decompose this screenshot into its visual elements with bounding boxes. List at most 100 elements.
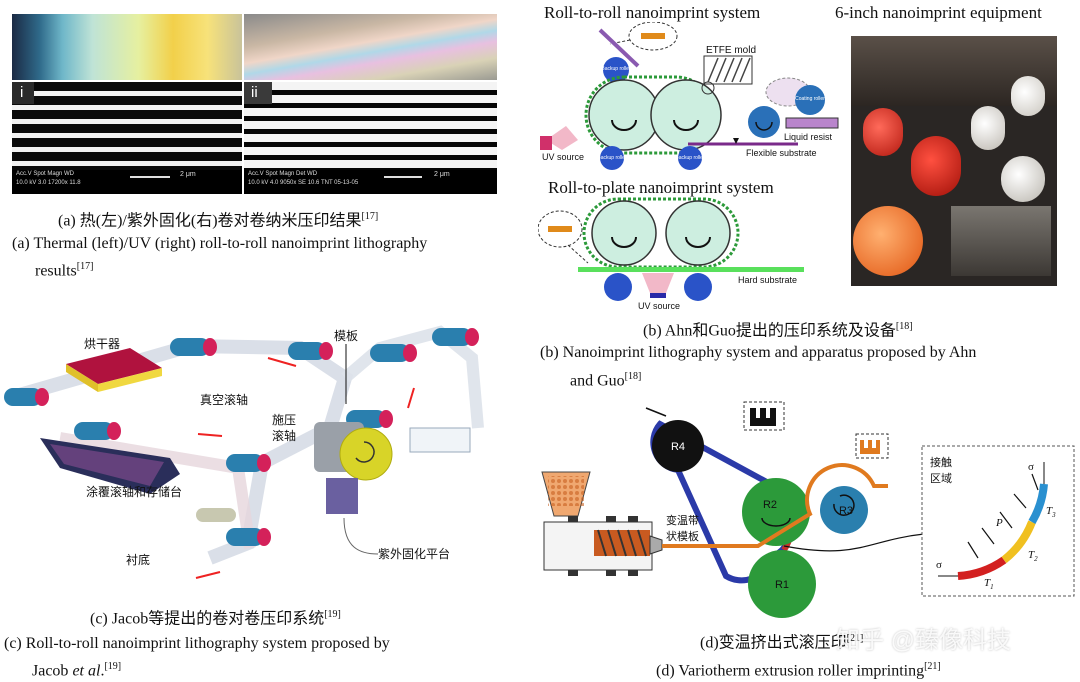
caption-c-en-line2: Jacob et al.[19] [32,656,121,681]
caption-d-zh-ref: [21] [846,633,864,644]
caption-c-zh-text: (c) Jacob等提出的卷对卷压印系统 [90,610,325,628]
title-r2r-system: Roll-to-roll nanoimprint system [544,3,761,22]
caption-a-zh: (a) 热(左)/紫外固化(右)卷对卷纳米压印结果[17] [58,206,378,231]
caption-a-en-ref: [17] [76,261,94,272]
pressure-roller-label-2: 滚轴 [272,428,296,443]
backup-roller-bottom [600,146,624,170]
main-roller-right [650,79,722,151]
sem-right-info: Acc.V Spot Magn Det WD [248,171,318,177]
pressure-roller [339,427,393,481]
coating-roller [795,85,825,115]
r2p-backup-left [604,273,632,301]
red-roller-1 [863,108,903,156]
uv-beam-r2p [642,273,674,293]
sem-left-info-values: 10.0 kV 3.0 17200x 11.8 [16,180,81,186]
caption-c-en-line2-italic: et al [72,662,101,680]
belt-label-1: 变温带 [666,513,699,527]
coating-roller-label: Coating roller [795,96,825,102]
roller-4 [370,344,417,362]
thermal-result-photo [12,14,242,80]
uv-result-photo [244,14,497,80]
white-roller-2 [1011,76,1045,116]
uv-source-lamp [540,136,552,150]
caption-c-en-ref: [19] [104,661,122,672]
caption-d-zh-text: (d)变温挤出式滚压印 [700,634,847,652]
marker-i: i [20,84,24,101]
sigma-left: σ [936,559,942,571]
contact-zone-box [921,445,1075,597]
rotation-arrow-right [673,119,699,131]
vacuum-roller-label: 真空滚轴 [200,392,248,407]
roller-1 [4,388,49,406]
sem-right-scale-label: 2 μm [434,171,450,178]
caption-a-zh-text: (a) 热(左)/紫外固化(右)卷对卷纳米压印结果 [58,212,362,230]
hard-substrate [578,267,804,272]
caption-b-en-ref: [18] [624,371,642,382]
roller-r3 [820,486,868,534]
backup-roller-top-label: Backup roller [601,66,631,72]
metal-frame [951,206,1051,276]
contact-label-2: 区域 [930,472,952,485]
roller-7 [226,454,271,472]
equipment-photo [851,36,1057,286]
panel-d-diagram: R4 R2 R1 R3 变温带 状模板 接触 区域 σ σ P T1 T2 T3 [541,401,1075,618]
pressure-p: P [995,517,1003,529]
sem-info-bar-right [244,170,497,194]
backup-roller-right [748,106,780,138]
contact-arc-red [957,556,1007,580]
rotation-arrow-left [611,119,637,131]
r2r-diagram: Backup roller ETFE mold Coating roller L… [540,22,839,170]
marker-ii: ii [251,84,258,101]
flexible-substrate-label: Flexible substrate [746,148,817,158]
caption-c-zh-ref: [19] [324,609,341,620]
caption-b-en-line2-text: and Guo [570,372,625,390]
caption-b-zh-ref: [18] [895,321,913,332]
r2p-diagram: Hard substrate UV source [538,197,804,310]
backup-roller-bottom-2 [678,146,702,170]
main-roller-left [588,79,660,151]
caption-d-zh: (d)变温挤出式滚压印[21] [700,628,863,653]
caption-d-en-ref: [21] [924,661,941,672]
svg-text:Backup roller: Backup roller [597,155,627,161]
caption-a-en-line2: results[17] [35,256,93,281]
white-roller-3 [1001,156,1045,202]
purple-film [598,28,640,68]
dryer-label: 烘干器 [84,337,120,351]
roller-r4-label: R4 [671,441,685,453]
roller-r1 [748,550,816,618]
r2p-roller-right [665,200,731,266]
caption-a-en-line2-text: results [35,262,77,280]
r2p-roller-left [591,200,657,266]
title-equipment: 6-inch nanoimprint equipment [835,3,1042,22]
r2p-backup-right [684,273,712,301]
white-roller-1 [971,106,1005,150]
caption-d-en-text: (d) Variotherm extrusion roller imprinti… [656,662,925,680]
substrate-label: 衬底 [126,552,150,567]
caption-b-en-line2: and Guo[18] [570,366,641,391]
contact-arc-blue [1028,483,1048,525]
uv-lamp-r2p [650,293,666,298]
zoom-pattern [641,33,665,39]
sem-info-bar-left [12,170,242,194]
stamp-element [409,427,471,453]
sem-left-scale-label: 2 μm [180,171,196,178]
marker-ii-box [244,82,272,104]
caption-c-en-line1: (c) Roll-to-roll nanoimprint lithography… [4,635,390,652]
sem-left-scalebar [130,176,170,178]
orange-roller [853,206,923,276]
roller-3 [288,342,333,360]
contact-label-1: 接触 [930,455,952,469]
sigma-top: σ [1028,461,1034,473]
panel-a: Acc.V Spot Magn WD 10.0 kV 3.0 17200x 11… [12,14,497,276]
uv-source-r2p-label: UV source [638,301,680,310]
substrate-cylinder [196,508,236,522]
roller-8 [226,528,271,546]
coating-store-label: 涂覆滚轴和存储台 [86,484,182,499]
sem-left-info: Acc.V Spot Magn WD [16,171,75,177]
roller-r1-label: R1 [775,579,789,591]
orange-film [662,463,888,548]
caption-b-zh-text: (b) Ahn和Guo提出的压印系统及设备 [643,322,896,340]
caption-c-zh: (c) Jacob等提出的卷对卷压印系统[19] [90,604,341,629]
sem-right-info-values: 10.0 kV 4.0 9050x SE 10.6 TNT 05-13-05 [248,180,359,186]
roller-9 [74,422,121,440]
